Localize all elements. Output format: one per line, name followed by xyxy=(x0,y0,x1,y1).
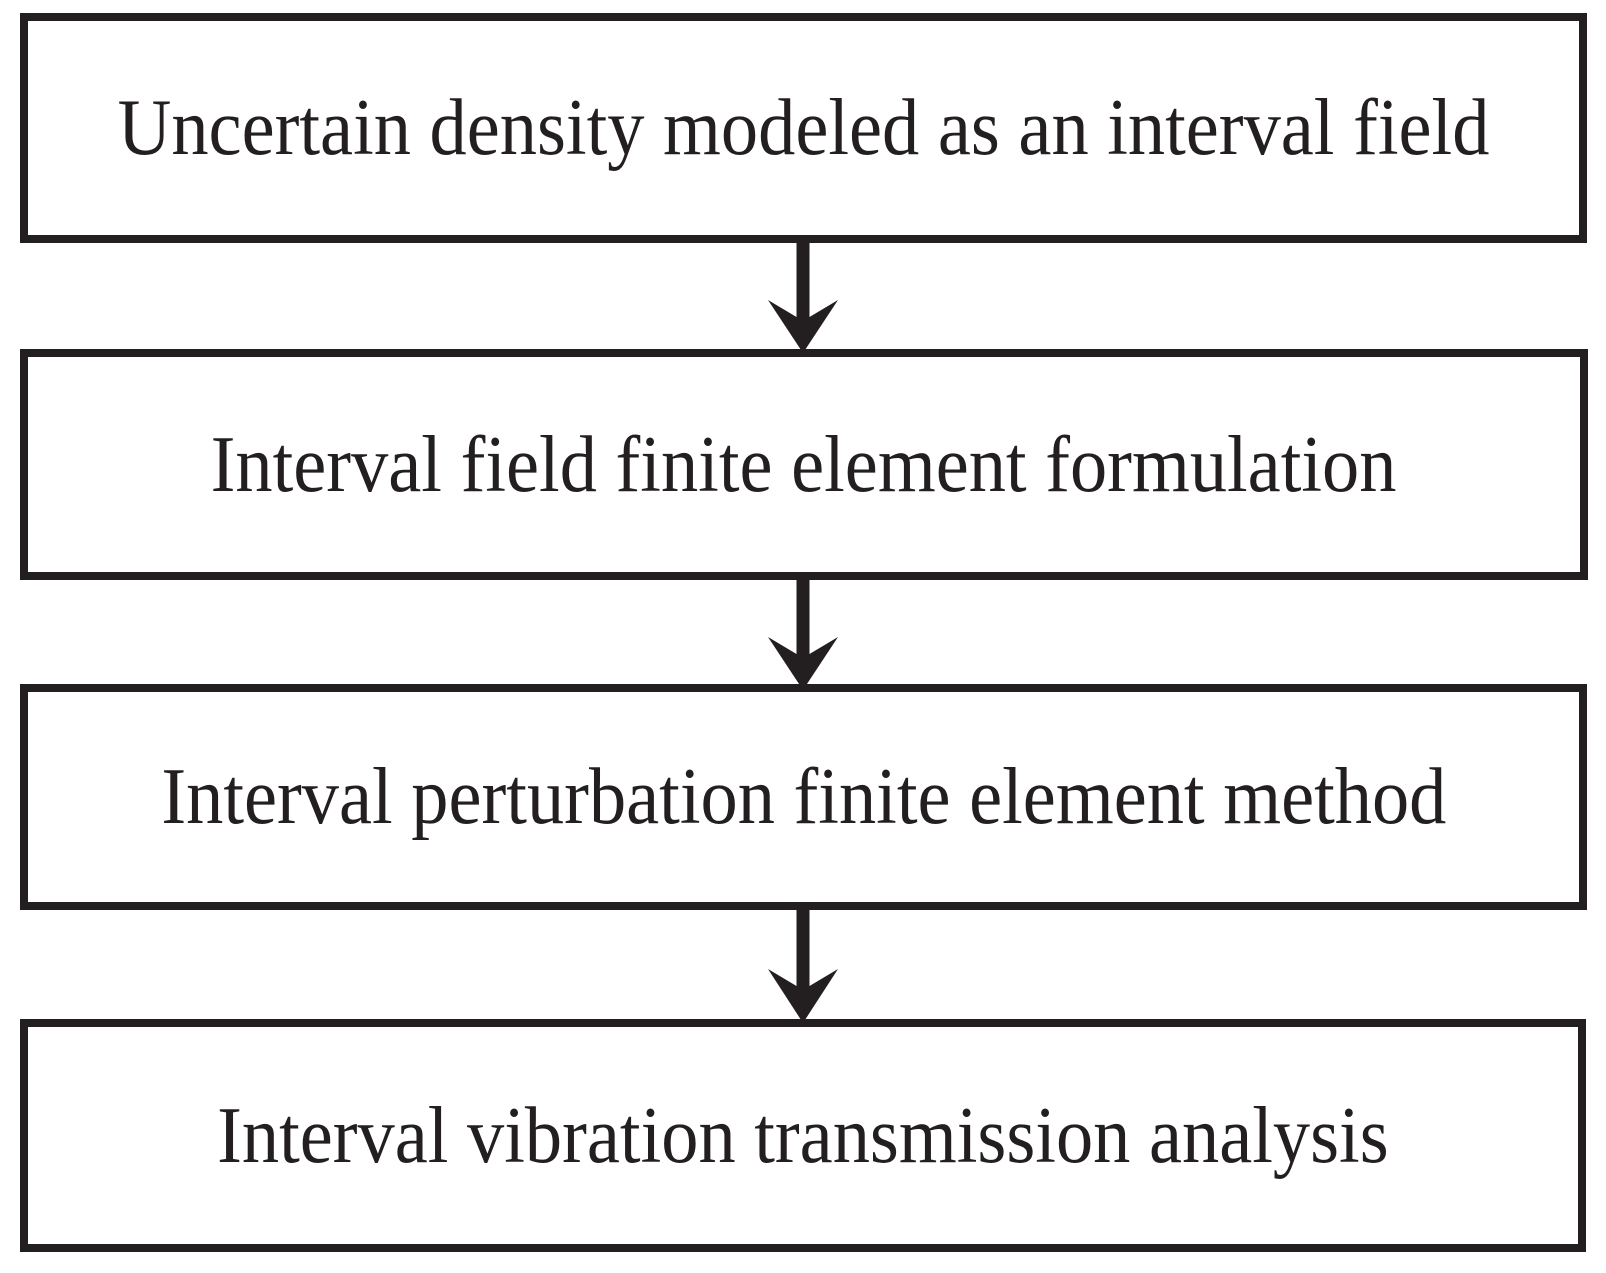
flow-node-2: Interval field finite element formulatio… xyxy=(20,349,1588,580)
flow-node-2-label: Interval field finite element formulatio… xyxy=(211,420,1397,509)
connector-arrow-1 xyxy=(767,243,839,353)
flow-node-1-label: Uncertain density modeled as an interval… xyxy=(117,84,1490,172)
flow-node-1: Uncertain density modeled as an interval… xyxy=(20,13,1587,243)
connector-arrow-3 xyxy=(767,910,839,1023)
flow-node-3: Interval perturbation finite element met… xyxy=(20,684,1587,910)
flow-node-3-label: Interval perturbation finite element met… xyxy=(161,753,1446,841)
connector-arrow-2 xyxy=(767,580,839,690)
flow-node-4-label: Interval vibration transmission analysis xyxy=(217,1091,1389,1180)
flow-node-4: Interval vibration transmission analysis xyxy=(20,1019,1586,1252)
